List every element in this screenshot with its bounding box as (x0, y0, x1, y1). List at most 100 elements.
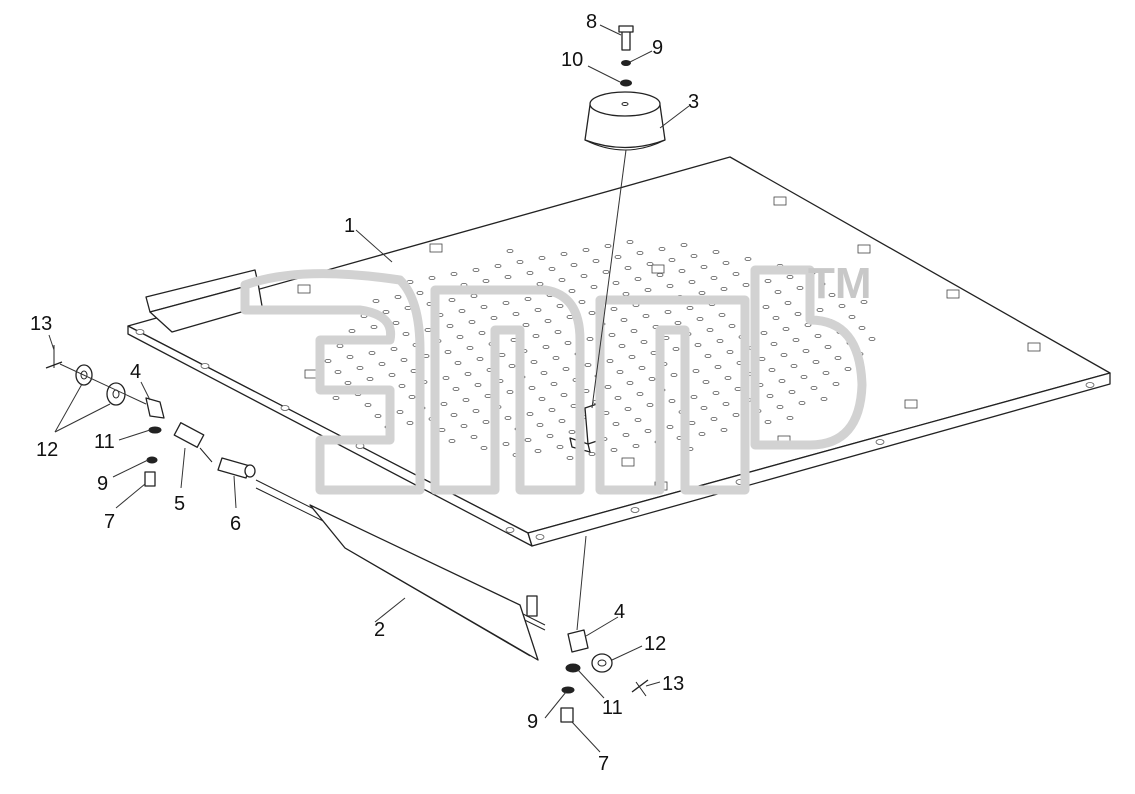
perforation-hole (832, 381, 840, 386)
perforation-hole (388, 372, 396, 377)
perforation-hole (614, 254, 622, 259)
perforation-hole (442, 375, 450, 380)
perforation-hole (766, 393, 774, 398)
perforation-hole (816, 307, 824, 312)
perforation-hole (484, 393, 492, 398)
callout-8: 8 (586, 11, 597, 33)
perforation-hole (526, 270, 534, 275)
perforation-hole (628, 354, 636, 359)
perforation-hole (672, 346, 680, 351)
perforation-hole (534, 307, 542, 312)
perforation-hole (732, 271, 740, 276)
perforation-hole (450, 412, 458, 417)
perforation-hole (668, 398, 676, 403)
perforation-hole (786, 415, 794, 420)
perforation-hole (504, 274, 512, 279)
perforation-hole (706, 327, 714, 332)
perforation-hole (644, 428, 652, 433)
perforation-hole (618, 343, 626, 348)
bolt (144, 471, 156, 487)
pivot-tube (217, 457, 256, 479)
perforation-hole (838, 303, 846, 308)
perforation-hole (558, 277, 566, 282)
perforation-hole (770, 341, 778, 346)
perforation-hole (712, 390, 720, 395)
bolt (621, 29, 631, 51)
perforation-hole (498, 352, 506, 357)
perforation-hole (758, 356, 766, 361)
perforation-hole (456, 334, 464, 339)
perforation-hole (524, 296, 532, 301)
perforation-hole (624, 406, 632, 411)
callout-11: 11 (602, 697, 623, 719)
perforation-hole (648, 376, 656, 381)
perforation-hole (564, 340, 572, 345)
perforation-hole (624, 265, 632, 270)
right-hinge-hardware (560, 535, 649, 723)
panel-clips (297, 196, 1041, 491)
perforation-hole (724, 375, 732, 380)
callout-3: 3 (688, 91, 699, 113)
perforation-hole (844, 366, 852, 371)
perforation-hole (670, 372, 678, 377)
callout-5: 5 (174, 493, 185, 515)
perforation-hole (722, 260, 730, 265)
perforation-hole (790, 363, 798, 368)
perforation-hole (528, 385, 536, 390)
perforation-hole (382, 309, 390, 314)
perforation-hole (788, 389, 796, 394)
callout-6: 6 (230, 513, 241, 535)
perforation-hole (668, 257, 676, 262)
perforation-hole (566, 455, 574, 460)
perforation-hole (812, 359, 820, 364)
perforation-hole (782, 326, 790, 331)
perforation-hole (784, 300, 792, 305)
perforation-hole (448, 297, 456, 302)
perforation-hole (710, 275, 718, 280)
perforation-hole (686, 305, 694, 310)
perforation-hole (332, 395, 340, 400)
perforation-hole (532, 333, 540, 338)
callout-4: 4 (614, 601, 625, 623)
perforation-hole (548, 266, 556, 271)
perforation-hole (646, 402, 654, 407)
left-hinge-hardware (45, 345, 546, 631)
callout-4: 4 (130, 361, 141, 383)
perforation-hole (502, 441, 510, 446)
perforation-hole (772, 315, 780, 320)
perforation-hole (578, 299, 586, 304)
perforation-hole (534, 448, 542, 453)
perforation-hole (814, 333, 822, 338)
perforation-hole (538, 396, 546, 401)
perforation-hole (536, 422, 544, 427)
perforation-hole (370, 324, 378, 329)
perforation-hole (552, 355, 560, 360)
perforation-hole (506, 248, 514, 253)
perforation-hole (546, 433, 554, 438)
perforation-hole (554, 329, 562, 334)
perforation-hole (526, 411, 534, 416)
perforation-hole (622, 432, 630, 437)
perforation-hole (780, 352, 788, 357)
perforation-hole (776, 404, 784, 409)
perforation-hole (580, 273, 588, 278)
callout-10: 10 (561, 49, 583, 71)
perforation-hole (834, 355, 842, 360)
perforation-hole (608, 332, 616, 337)
perforation-hole (664, 309, 672, 314)
perforation-hole (560, 251, 568, 256)
perforation-hole (694, 342, 702, 347)
perforation-hole (632, 443, 640, 448)
perforation-hole (688, 420, 696, 425)
perforation-hole (454, 360, 462, 365)
callout-7: 7 (598, 753, 609, 775)
perforation-hole (404, 305, 412, 310)
callout-11: 11 (94, 431, 115, 453)
perforation-hole (368, 350, 376, 355)
perforation-hole (714, 364, 722, 369)
perforation-hole (638, 365, 646, 370)
perforation-hole (482, 419, 490, 424)
perforation-hole (642, 313, 650, 318)
perforation-hole (604, 243, 612, 248)
